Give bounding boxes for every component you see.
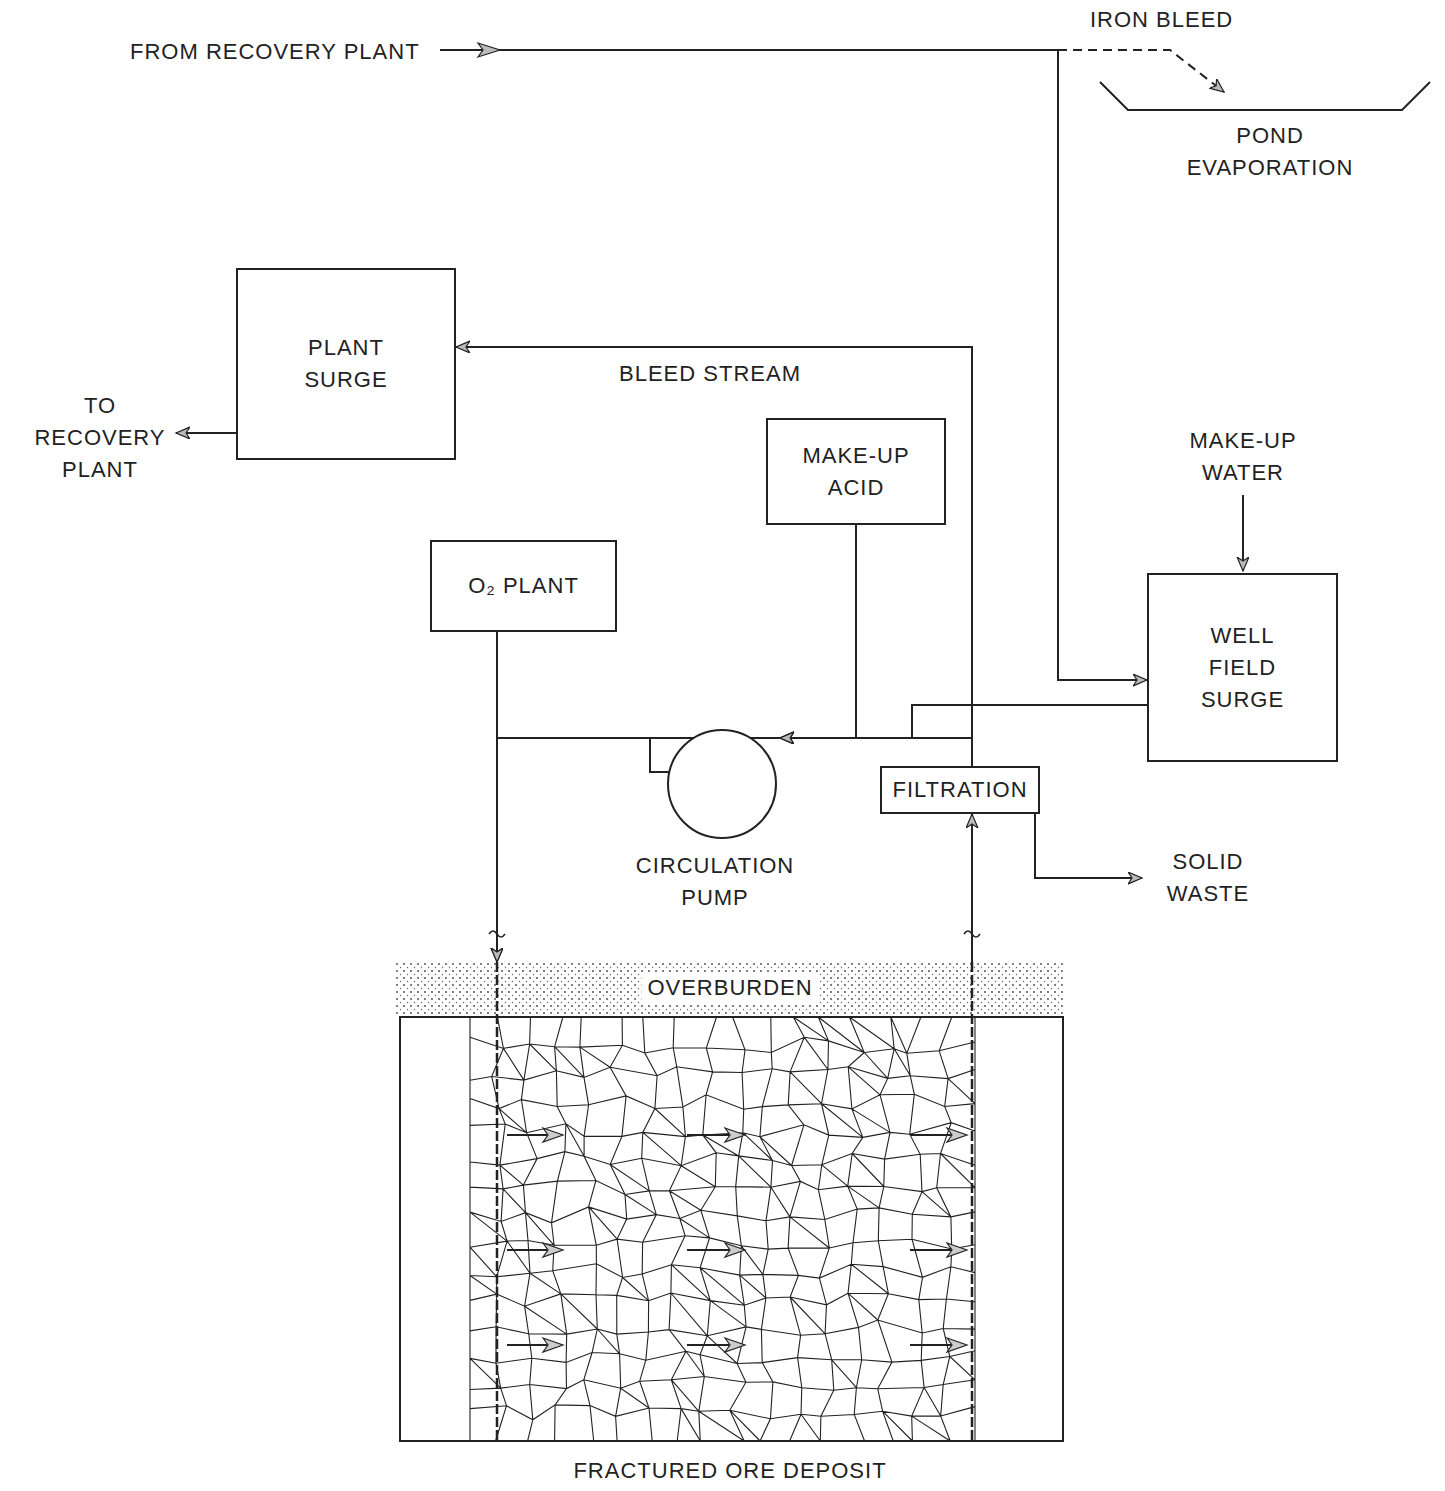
- flow-arrowhead: [725, 1243, 745, 1257]
- text-column: PLANT SURGE: [271, 332, 421, 396]
- flow-arrowhead: [947, 1243, 967, 1257]
- flow-arrowhead: [947, 1338, 967, 1352]
- flow-arrowhead: [725, 1338, 745, 1352]
- flow-arrow: [910, 1134, 951, 1136]
- flow-label: IRON BLEED: [1090, 4, 1233, 36]
- flow-arrowhead: [543, 1243, 563, 1257]
- overburden-band: [395, 962, 1065, 1015]
- flow-label: FROM RECOVERY PLANT: [130, 36, 420, 68]
- flow-arrowhead: [947, 1128, 967, 1142]
- flow-arrow: [507, 1134, 547, 1136]
- evaporation-pond: POND EVAPORATION: [1100, 80, 1430, 112]
- text-column: WELL FIELD SURGE: [1188, 620, 1298, 716]
- make-up-water-arrow: [1242, 495, 1244, 571]
- pipe-connector: [497, 738, 650, 962]
- flow-arrow: [687, 1344, 729, 1346]
- flow-label: TO RECOVERY PLANT: [25, 390, 175, 486]
- fracture-lines: [470, 1017, 975, 1441]
- flow-arrowhead: [543, 1128, 563, 1142]
- pond-label: POND EVAPORATION: [1170, 120, 1370, 184]
- flow-arrowhead: [543, 1338, 563, 1352]
- ore-deposit: OVERBURDENFRACTURED ORE DEPOSIT: [395, 962, 1065, 1443]
- box-label: O₂ PLANT: [468, 570, 579, 602]
- pump-label: CIRCULATION PUMP: [615, 850, 815, 914]
- flow-arrow: [910, 1249, 951, 1251]
- feed-line: [440, 50, 1147, 680]
- pipe-connector: [971, 814, 973, 962]
- box-label: PLANT SURGE: [271, 332, 421, 396]
- surge-tank-box: WELL FIELD SURGE: [1147, 573, 1338, 762]
- pipe-connector: [496, 632, 498, 962]
- box-label: FILTRATION: [892, 774, 1027, 806]
- iron-bleed-line: [1058, 50, 1224, 92]
- flow-arrow: [687, 1134, 729, 1136]
- box-label: MAKE-UP ACID: [781, 440, 931, 504]
- evaporation-pond-outline: [1100, 80, 1430, 112]
- acid-box: MAKE-UP ACID: [766, 418, 946, 525]
- deposit-outline: [400, 1017, 1063, 1441]
- text-column: FILTRATION: [892, 774, 1027, 806]
- to-recovery-arrow: [176, 432, 236, 434]
- ore-deposit-outline: [395, 962, 1065, 1443]
- pump-casing: [668, 730, 776, 838]
- box-label: WELL FIELD SURGE: [1188, 620, 1298, 716]
- pond-outline: [1100, 82, 1430, 110]
- pipe-connector: [780, 705, 1147, 738]
- pipe-connector: [780, 525, 856, 738]
- pump-symbol: CIRCULATION PUMP: [650, 728, 780, 840]
- pipe-break: [489, 931, 980, 937]
- pump-outlet: [650, 738, 780, 772]
- flow-arrow: [910, 1344, 951, 1346]
- surge-tank-box: PLANT SURGE: [236, 268, 456, 460]
- text-column: MAKE-UP ACID: [781, 440, 931, 504]
- filter-box: FILTRATION: [880, 766, 1040, 814]
- edge-label: BLEED STREAM: [615, 358, 805, 390]
- oxygen-plant-box: O₂ PLANT: [430, 540, 617, 632]
- flow-arrowhead: [478, 43, 500, 57]
- band-label: OVERBURDEN: [641, 972, 818, 1004]
- well-casing: [497, 962, 972, 1441]
- solid-waste-arrow: [1035, 811, 1142, 878]
- flow-arrow: [507, 1249, 547, 1251]
- flow-arrow: [687, 1249, 729, 1251]
- text-column: O₂ PLANT: [468, 570, 579, 602]
- flow-label: MAKE-UP WATER: [1178, 425, 1308, 489]
- flow-label: SOLID WASTE: [1148, 846, 1268, 910]
- flow-arrow: [507, 1344, 547, 1346]
- pipe-connector: [780, 738, 972, 766]
- pump-symbol-outline: [650, 728, 780, 840]
- deposit-label: FRACTURED ORE DEPOSIT: [573, 1455, 886, 1487]
- flow-arrowhead: [725, 1128, 745, 1142]
